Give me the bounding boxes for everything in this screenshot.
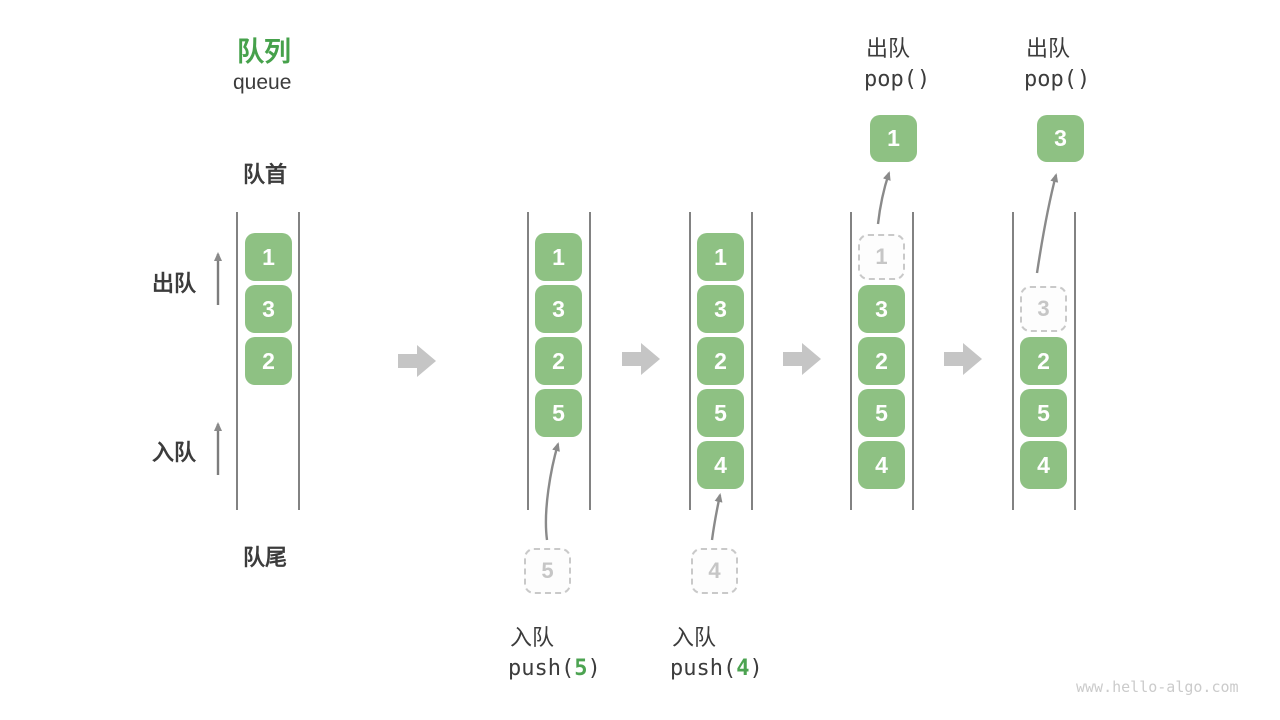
code-post: )	[749, 656, 763, 681]
dequeue-side-label: 出队	[152, 271, 197, 296]
page-subtitle: queue	[233, 71, 292, 94]
queue-item: 2	[697, 337, 744, 385]
push4-code-label: push(4)	[670, 656, 763, 681]
queue-item: 3	[535, 285, 582, 333]
queue-channel-lines	[236, 212, 1076, 510]
pop2-code-label: pop()	[1024, 67, 1091, 92]
queue-item: 4	[858, 441, 905, 489]
queue-rear-label: 队尾	[243, 545, 288, 570]
removed-item-ghost: 3	[1020, 286, 1067, 332]
queue-item: 3	[697, 285, 744, 333]
staged-item-ghost: 4	[691, 548, 738, 594]
code-pre: push(	[508, 656, 575, 681]
queue-item: 1	[697, 233, 744, 281]
queue-item: 3	[245, 285, 292, 333]
popped-item: 1	[870, 115, 917, 162]
push5-code-label: push(5)	[508, 656, 601, 681]
code-arg: 5	[574, 656, 588, 681]
enqueue-side-label: 入队	[152, 440, 197, 465]
pop1-code-label: pop()	[864, 67, 931, 92]
page-title: 队列	[237, 37, 291, 67]
staged-item-ghost: 5	[524, 548, 571, 594]
code-post: )	[587, 656, 601, 681]
queue-item: 4	[697, 441, 744, 489]
queue-item: 2	[858, 337, 905, 385]
queue-item: 2	[1020, 337, 1067, 385]
queue-item: 1	[245, 233, 292, 281]
queue-item: 3	[858, 285, 905, 333]
operation-arrow-icons	[544, 171, 1059, 541]
dequeue-op-label: 出队	[1026, 36, 1071, 61]
dequeue-op-label: 出队	[866, 36, 911, 61]
queue-item: 2	[535, 337, 582, 385]
enqueue-op-label: 入队	[672, 625, 717, 650]
code-pre: push(	[670, 656, 737, 681]
queue-front-label: 队首	[243, 162, 288, 187]
popped-item: 3	[1037, 115, 1084, 162]
stage-transition-arrow-icons	[398, 343, 982, 377]
enqueue-op-label: 入队	[510, 625, 555, 650]
queue-item: 5	[1020, 389, 1067, 437]
queue-item: 1	[535, 233, 582, 281]
queue-item: 5	[535, 389, 582, 437]
watermark: www.hello-algo.com	[1076, 678, 1239, 696]
queue-item: 2	[245, 337, 292, 385]
queue-item: 5	[858, 389, 905, 437]
removed-item-ghost: 1	[858, 234, 905, 280]
queue-item: 4	[1020, 441, 1067, 489]
code-arg: 4	[736, 656, 750, 681]
queue-item: 5	[697, 389, 744, 437]
